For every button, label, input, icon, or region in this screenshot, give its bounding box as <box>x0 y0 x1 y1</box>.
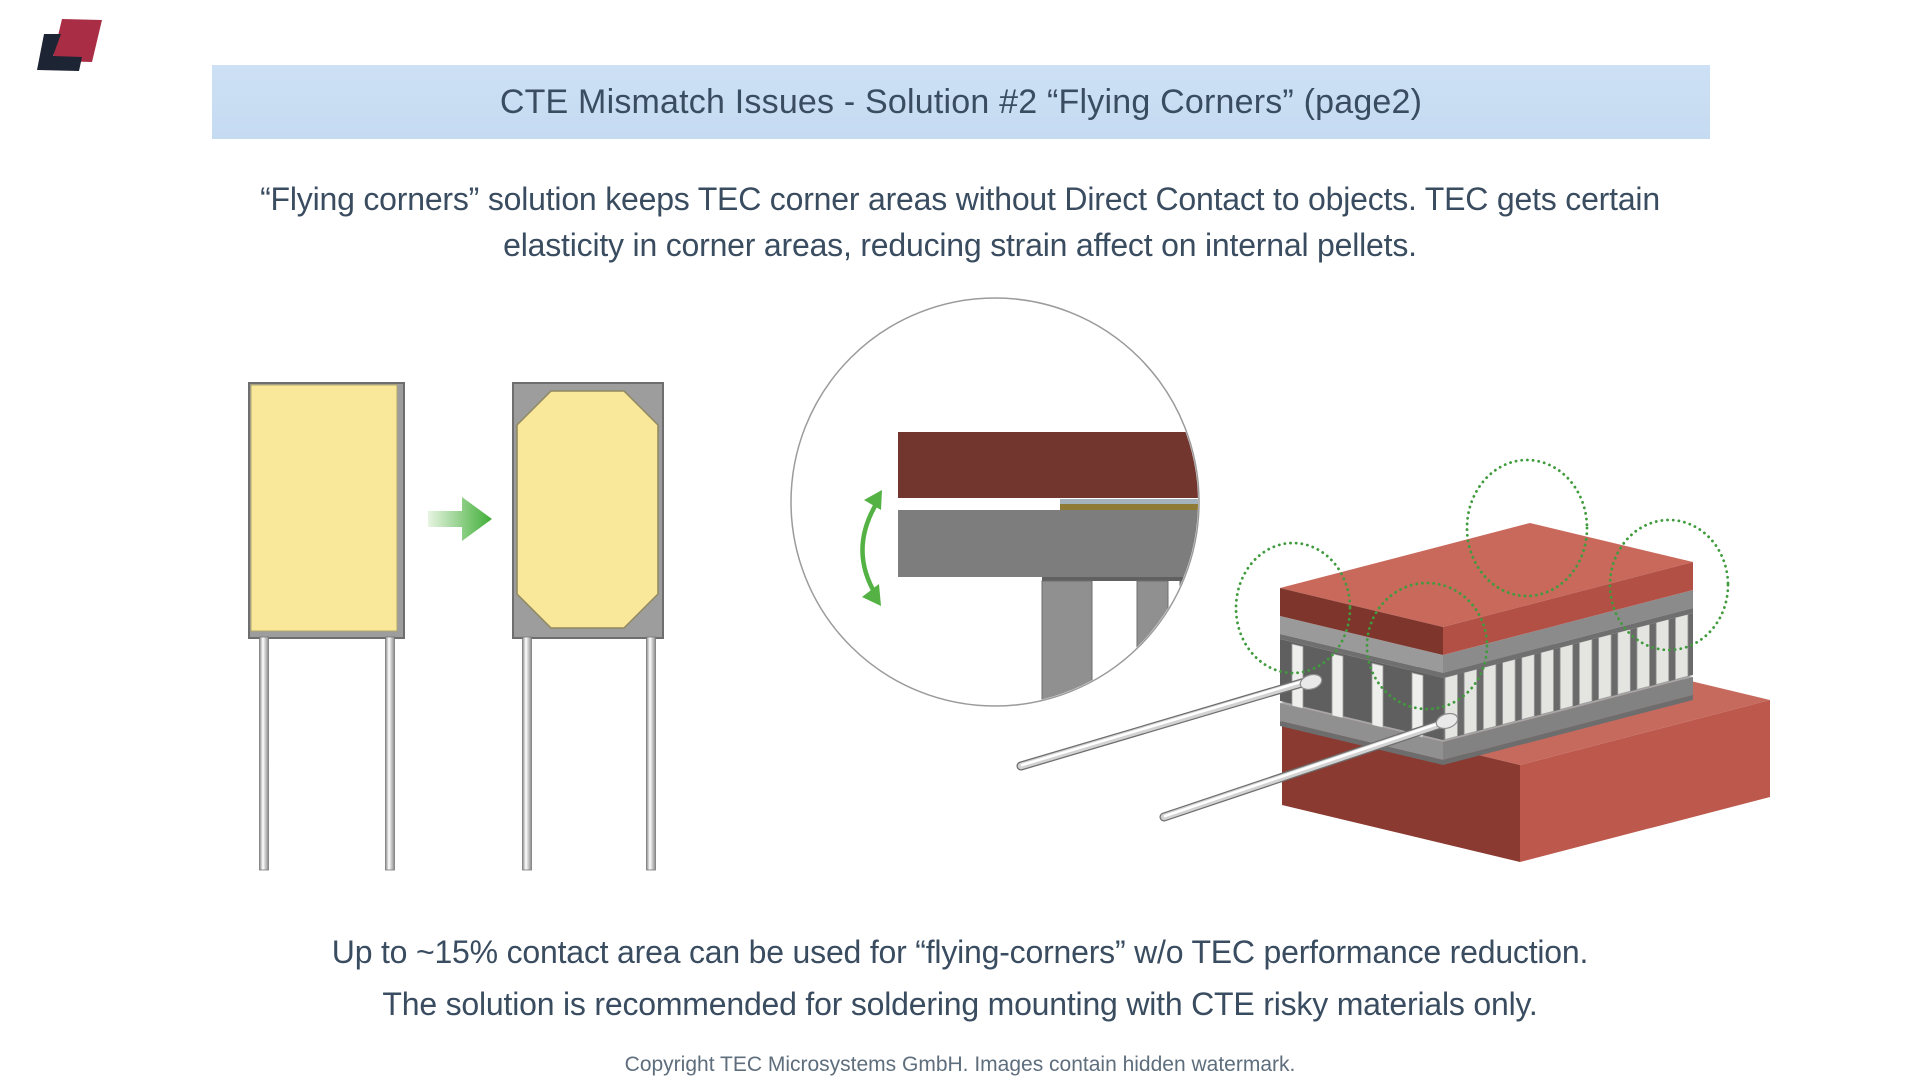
pellet-row-end <box>1291 643 1424 738</box>
conclusion-text: Up to ~15% contact area can be used for … <box>0 926 1920 1030</box>
corner-highlight-circle <box>1465 458 1589 598</box>
wire <box>522 636 532 871</box>
wire <box>259 636 269 871</box>
intro-line-2: elasticity in corner areas, reducing str… <box>503 227 1417 263</box>
slide-title: CTE Mismatch Issues - Solution #2 “Flyin… <box>499 82 1423 121</box>
before-after-diagram <box>248 382 664 871</box>
corner-detail-inset <box>790 297 1200 707</box>
conclusion-line-1: Up to ~15% contact area can be used for … <box>331 934 1589 970</box>
slide-title-bar: CTE Mismatch Issues - Solution #2 “Flyin… <box>212 65 1710 139</box>
tec-top-view-after <box>512 382 664 871</box>
copyright-footer: Copyright TEC Microsystems GmbH. Images … <box>624 1053 1296 1076</box>
transition-arrow-icon <box>428 497 492 541</box>
conclusion-line-2: The solution is recommended for solderin… <box>382 986 1538 1022</box>
corner-highlight-circles <box>1234 458 1730 711</box>
inset-solder-layer-gold <box>1060 504 1198 510</box>
tec-top-view-before <box>248 382 405 871</box>
top-red-plate <box>1280 523 1693 655</box>
inset-ceramic-bar <box>898 510 1198 577</box>
intro-line-1: “Flying corners” solution keeps TEC corn… <box>260 181 1660 217</box>
corner-highlight-circle <box>1234 541 1352 675</box>
tec-wire <box>1016 673 1323 771</box>
flex-motion-arrow-icon <box>860 490 882 606</box>
corner-highlight-circle <box>1365 581 1489 711</box>
top-ceramic-plate <box>1280 590 1693 678</box>
pellet-row-front <box>1444 613 1689 741</box>
wire <box>385 636 395 871</box>
logo-red-shape <box>52 19 102 62</box>
tec-wire <box>1159 712 1459 822</box>
inset-top-object <box>898 432 1198 498</box>
logo-navy-shape <box>37 34 82 71</box>
inset-pellet <box>1136 580 1169 705</box>
inset-solder-layer-gray <box>1060 499 1198 504</box>
inset-pellet <box>1179 580 1198 705</box>
corner-highlight-circle <box>1608 518 1730 652</box>
inset-pellet <box>1041 580 1093 705</box>
flying-corners-octagon <box>516 390 659 629</box>
wire <box>646 636 656 871</box>
tec-microsystems-logo <box>37 19 102 71</box>
tec-3d-render <box>1016 523 1770 862</box>
intro-text: “Flying corners” solution keeps TEC corn… <box>0 176 1920 268</box>
